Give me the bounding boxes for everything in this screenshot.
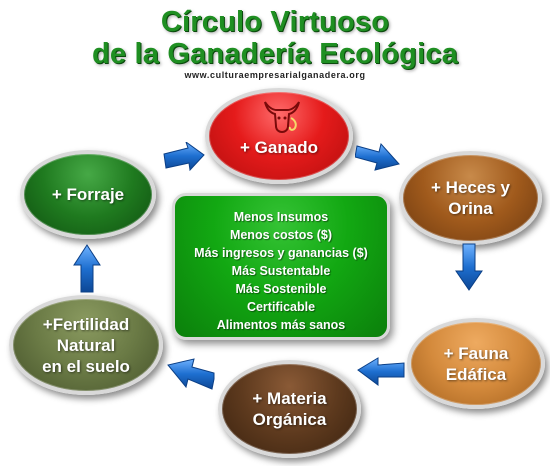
website-url: www.culturaempresarialganadera.org: [184, 70, 366, 80]
node-materia-label-line2: Orgánica: [252, 410, 327, 429]
arrow-ganado-to-heces-icon: [355, 142, 400, 171]
benefit-item: Menos costos ($): [229, 228, 333, 242]
node-fauna-label-line1: + Fauna: [443, 343, 509, 363]
benefit-item: Alimentos más sanos: [216, 318, 346, 332]
benefit-item: Menos Insumos: [233, 210, 329, 224]
node-heces-label-line2: Orina: [448, 199, 493, 218]
benefit-item: Más Sostenible: [235, 282, 327, 296]
node-fertilidad-label-line1: +Fertilidad: [42, 314, 130, 334]
node-fauna-label-line2: Edáfica: [445, 364, 507, 384]
node-materia-label-line1: + Materia: [252, 389, 327, 408]
diagram-title-line2: de la Ganadería Ecológica: [91, 38, 459, 70]
node-fertilidad-label-line3: en el suelo: [42, 356, 130, 376]
node-materia-organica: + Materia Orgánica: [218, 360, 361, 458]
arrow-fauna-to-materia-icon: [357, 357, 405, 386]
node-forraje-label: + Forraje: [51, 185, 125, 204]
arrow-forraje-to-ganado-icon: [163, 142, 205, 172]
arrow-materia-to-fertilidad-icon: [167, 358, 215, 390]
node-heces-label-line1: + Heces y: [431, 178, 510, 197]
node-heces-orina: + Heces y Orina: [399, 151, 542, 245]
benefit-item: Más Sustentable: [231, 264, 331, 278]
bull-head-icon: [264, 101, 300, 134]
arrow-heces-to-fauna-icon: [455, 243, 483, 291]
benefit-item: Certificable: [246, 300, 316, 314]
diagram-title-line1: Círculo Virtuoso: [160, 6, 390, 38]
benefit-item: Más ingresos y ganancias ($): [194, 246, 368, 260]
arrow-fertilidad-to-forraje-icon: [73, 244, 101, 293]
node-ganado: + Ganado: [205, 88, 353, 184]
node-forraje: + Forraje: [20, 150, 156, 239]
node-fertilidad-label-line2: Natural: [56, 335, 116, 355]
node-fertilidad-natural: +Fertilidad Natural en el suelo: [9, 295, 163, 395]
node-ganado-label: + Ganado: [240, 137, 318, 157]
benefits-box: Menos Insumos Menos costos ($) Más ingre…: [172, 193, 390, 340]
node-fauna-edafica: + Fauna Edáfica: [407, 318, 545, 409]
